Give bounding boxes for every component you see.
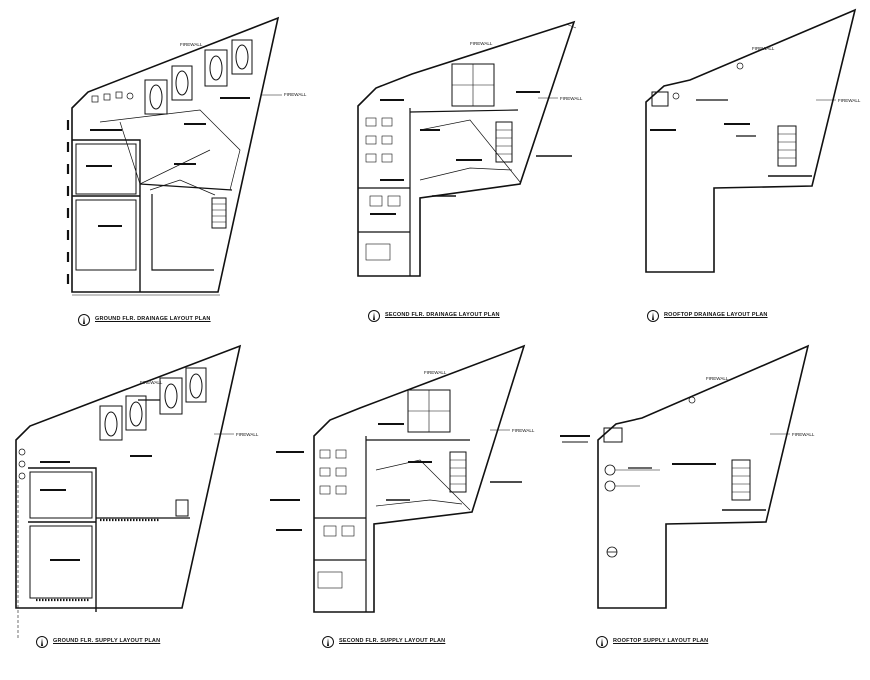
- north-arrow-icon: [368, 310, 380, 322]
- plan-title: ROOFTOP SUPPLY LAYOUT PLAN: [613, 638, 709, 644]
- car-icon: [104, 411, 118, 437]
- wall: [151, 194, 214, 271]
- plan-title: ROOFTOP DRAINAGE LAYOUT PLAN: [664, 312, 768, 318]
- shop-room: [75, 199, 137, 271]
- car-icon: [175, 70, 189, 96]
- plan-rooftop-supply: FIREWALL FIREWALL: [560, 344, 815, 609]
- north-arrow-icon: [596, 636, 608, 648]
- shop-room: [29, 525, 93, 599]
- parking-bay: [231, 39, 253, 75]
- stair-head-room: [603, 427, 623, 443]
- water-tank-icon: [604, 464, 616, 476]
- drain-line: [419, 167, 513, 181]
- parking-bay: [144, 79, 168, 115]
- building-outline: [357, 20, 576, 277]
- plan-title: SECOND FLR. DRAINAGE LAYOUT PLAN: [385, 312, 500, 318]
- firewall-label: FIREWALL: [284, 92, 307, 97]
- north-arrow-icon: [647, 310, 659, 322]
- north-arrow-icon: [322, 636, 334, 648]
- supply-line: [375, 459, 471, 511]
- plan-ground-drainage: FIREWALL FIREWALL: [66, 16, 307, 296]
- staircase: [731, 459, 751, 501]
- drain-line: [149, 179, 216, 196]
- shop-room: [75, 143, 137, 195]
- firewall-label: FIREWALL: [180, 42, 203, 47]
- firewall-label: FIREWALL: [140, 380, 163, 385]
- staircase: [211, 197, 227, 229]
- staircase: [777, 125, 797, 167]
- firewall-label: FIREWALL: [512, 428, 535, 433]
- plan-rooftop-drainage: FIREWALL FIREWALL: [645, 8, 861, 273]
- car-icon: [189, 373, 203, 399]
- parking-bay: [125, 395, 147, 431]
- staircase: [449, 451, 467, 493]
- rain-outlet-icon: [736, 62, 744, 70]
- firewall-label: FIREWALL: [792, 432, 815, 437]
- car-icon: [149, 84, 163, 110]
- supply-line: [375, 499, 463, 507]
- staircase: [495, 121, 513, 163]
- building-outline: [597, 344, 810, 609]
- parking-bay: [99, 405, 123, 441]
- car-icon: [235, 44, 249, 70]
- firewall-label: FIREWALL: [560, 96, 583, 101]
- wall: [28, 467, 97, 612]
- plan-title: SECOND FLR. SUPPLY LAYOUT PLAN: [339, 638, 446, 644]
- parking-bay: [159, 377, 183, 415]
- plan-second-drainage: FIREWALL FIREWALL: [357, 20, 583, 277]
- car-icon: [209, 55, 223, 81]
- wall: [72, 139, 141, 292]
- shop-room: [29, 471, 93, 519]
- firewall-label: FIREWALL: [706, 376, 729, 381]
- drain-line: [119, 121, 211, 185]
- parking-bay: [171, 65, 193, 101]
- plan-ground-supply: FIREWALL FIREWALL: [15, 344, 259, 640]
- north-arrow-icon: [78, 314, 90, 326]
- car-icon: [164, 383, 178, 409]
- building-outline: [645, 8, 857, 273]
- drain-line: [99, 109, 241, 191]
- north-arrow-icon: [36, 636, 48, 648]
- stair-head-room: [651, 91, 669, 107]
- wall: [139, 183, 233, 191]
- building-outline: [15, 344, 242, 609]
- firewall-label: FIREWALL: [838, 98, 861, 103]
- wall: [409, 109, 519, 113]
- plan-second-supply: FIREWALL FIREWALL: [270, 344, 535, 613]
- firewall-label: FIREWALL: [470, 41, 493, 46]
- plan-title: GROUND FLR. DRAINAGE LAYOUT PLAN: [95, 316, 211, 322]
- rain-outlet-icon: [672, 92, 680, 100]
- car-icon: [129, 401, 143, 427]
- parking-bay: [185, 367, 207, 403]
- building-outline: [313, 344, 526, 613]
- water-tank-icon: [604, 480, 616, 492]
- building-outline: [71, 16, 280, 293]
- drain-line: [419, 119, 521, 183]
- firewall-label: FIREWALL: [236, 432, 259, 437]
- staircase: [175, 499, 189, 517]
- firewall-label: FIREWALL: [424, 370, 447, 375]
- firewall-label: FIREWALL: [752, 46, 775, 51]
- parking-bay: [204, 49, 228, 87]
- plan-title: GROUND FLR. SUPPLY LAYOUT PLAN: [53, 638, 161, 644]
